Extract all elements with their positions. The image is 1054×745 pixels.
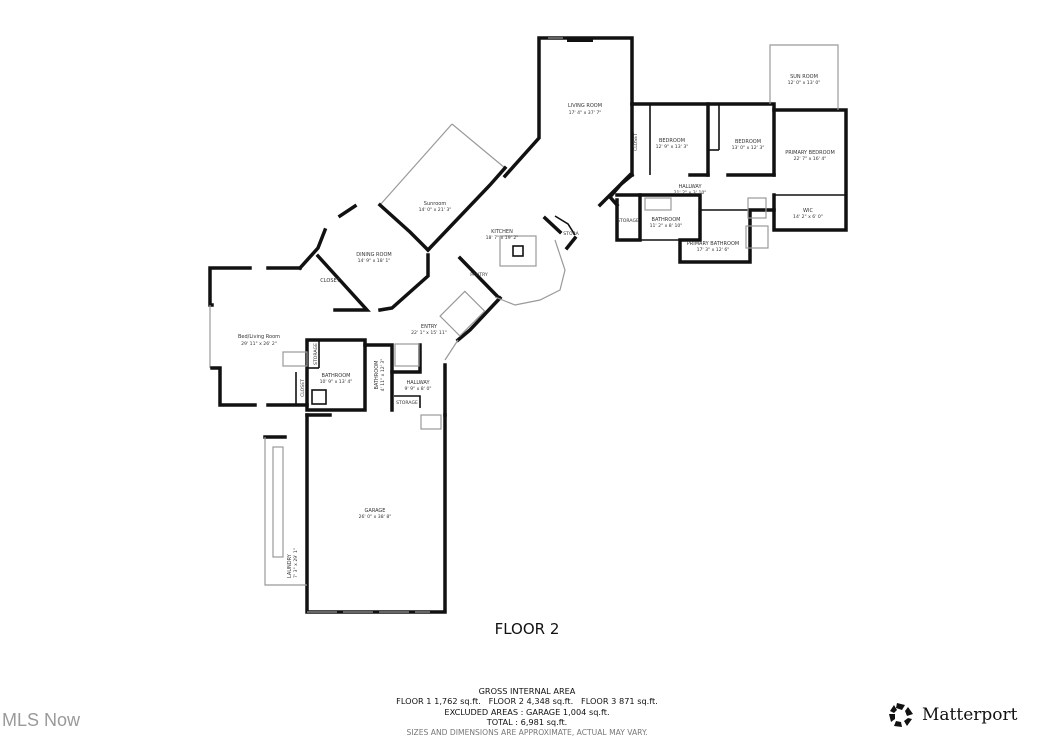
room-name: BATHROOM: [322, 373, 351, 379]
mls-now-watermark: MLS Now: [2, 710, 81, 730]
room-dims: 7' 3" x 29' 1": [293, 548, 299, 578]
room-label-closet-upper: CLOSET: [633, 133, 639, 151]
room-name: LIVING ROOM: [568, 103, 602, 109]
room-dims: 4' 11" x 12' 3": [380, 359, 386, 392]
room-label-closet-dining: CLOSET: [320, 278, 340, 284]
room-dims: 12' 9" x 13' 3": [656, 144, 689, 150]
room-label-storage-upper: STORAGE: [617, 218, 639, 224]
room-dims: 29' 11" x 26' 2": [241, 341, 277, 347]
room-name: HALLWAY: [678, 184, 702, 190]
room-dims: 12' 0" x 13' 0": [788, 80, 821, 86]
room-dims: 17' 4" x 37' 7": [569, 110, 602, 116]
room-name: GARAGE: [365, 508, 386, 514]
room-dims: 18' 7" x 19' 2": [486, 235, 519, 241]
room-name: LAUNDRY: [287, 553, 293, 578]
room-dims: 22' 7" x 16' 4": [794, 156, 827, 162]
room-dims: 14' 9" x 18' 1": [358, 258, 391, 264]
room-name: PRIMARY BEDROOM: [785, 150, 835, 156]
room-name: Bed/Living Room: [238, 334, 280, 340]
living-room-walls: [502, 36, 634, 179]
room-name: WIC: [803, 208, 813, 214]
garage-walls: [263, 413, 447, 614]
area-excluded: EXCLUDED AREAS : GARAGE 1,004 sq.ft.: [444, 706, 610, 717]
area-floors: FLOOR 1 1,762 sq.ft. FLOOR 2 4,348 sq.ft…: [396, 696, 658, 707]
room-name: SUN ROOM: [790, 74, 818, 80]
room-label-storage-hall: STORAGE: [396, 400, 418, 406]
matterport-logo-icon: [889, 703, 913, 727]
room-dims: 10' 9" x 13' 4": [320, 379, 353, 385]
bedroom-wing-walls: [607, 44, 848, 264]
room-label-closet-left: CLOSET: [300, 379, 306, 397]
room-dims: 11' 2" x 8' 10": [650, 223, 683, 229]
room-name: BATHROOM: [652, 217, 681, 223]
bathroom-block-walls: [282, 338, 422, 412]
room-dims: 9' 9" x 8' 0": [404, 386, 431, 392]
dining-room-walls: [297, 203, 430, 313]
matterport-brand: Matterport: [888, 702, 1017, 728]
room-name: BEDROOM: [735, 139, 761, 145]
room-dims: 26' 0" x 38' 8": [359, 514, 392, 520]
floor-title: FLOOR 2: [494, 620, 560, 638]
room-label-pantry: PANTRY: [470, 272, 488, 278]
bed-living-room-walls: [208, 266, 309, 407]
room-label-kitchen-storage: STORA: [563, 231, 579, 237]
room-name: HALLWAY: [406, 380, 430, 386]
room-dims: 14' 2" x 6' 0": [793, 214, 823, 220]
sunroom-walls: [377, 123, 508, 253]
room-dims: 22' 1" x 15' 11": [411, 330, 447, 336]
brand-name: Matterport: [922, 705, 1018, 725]
room-name: ENTRY: [421, 324, 438, 330]
room-name: DINING ROOM: [356, 252, 391, 258]
room-name: BATHROOM: [374, 361, 380, 390]
room-name: PRIMARY BATHROOM: [687, 241, 739, 247]
room-label-storage-left: STORAGE: [313, 343, 319, 365]
room-dims: 17' 3" x 12' 6": [697, 247, 730, 253]
room-dims: 21' 2" x 3' 10": [674, 190, 707, 196]
entry-kitchen-walls: [439, 172, 635, 417]
area-summary: GROSS INTERNAL AREA FLOOR 1 1,762 sq.ft.…: [0, 686, 1054, 738]
room-name: BEDROOM: [659, 138, 685, 144]
room-dims: 14' 0" x 21' 3": [419, 207, 452, 213]
room-name: KITCHEN: [491, 229, 513, 235]
area-disclaimer: SIZES AND DIMENSIONS ARE APPROXIMATE, AC…: [406, 727, 648, 737]
area-total: TOTAL : 6,981 sq.ft.: [486, 717, 568, 728]
area-heading: GROSS INTERNAL AREA: [478, 686, 576, 696]
room-name: Sunroom: [424, 201, 447, 207]
room-dims: 13' 0" x 12' 3": [732, 145, 765, 151]
